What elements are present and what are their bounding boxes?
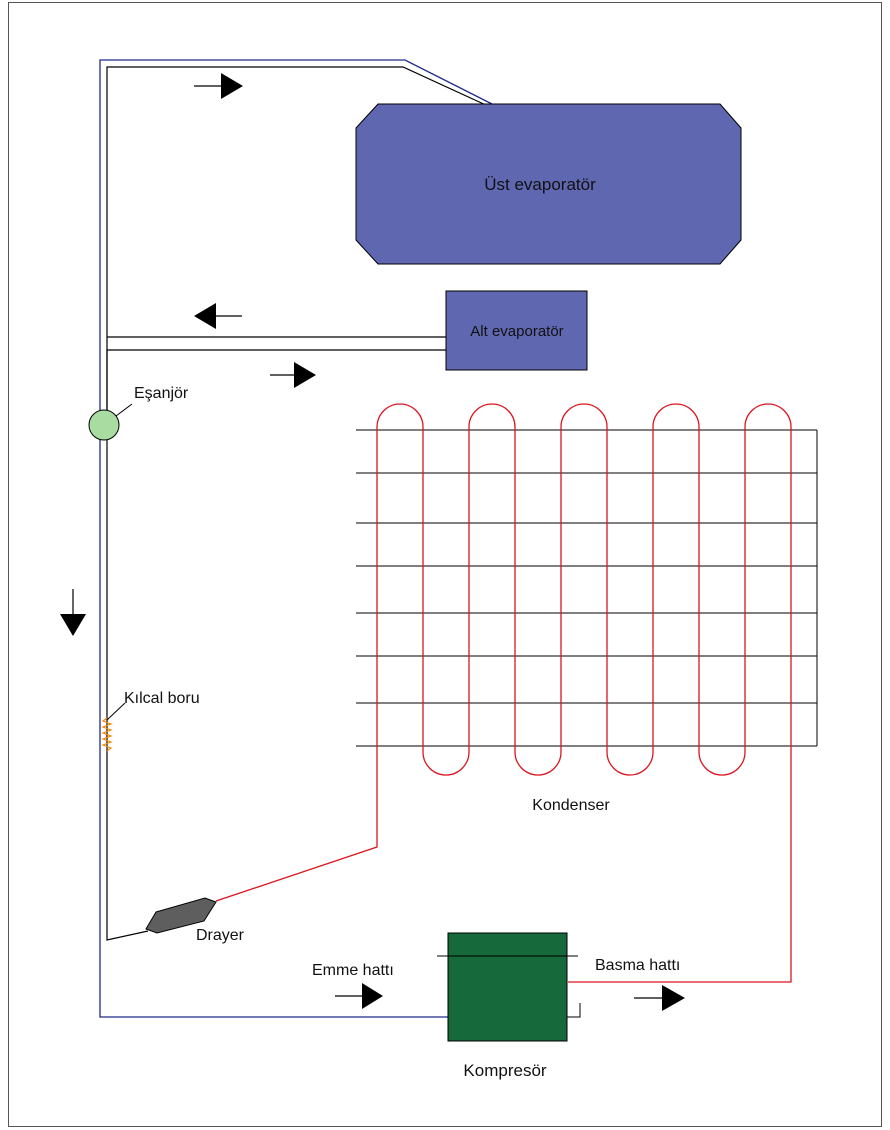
upper-evaporator-label: Üst evaporatör <box>484 175 596 194</box>
arrow-right-basma <box>634 985 685 1011</box>
lower-evaporator-label: Alt evaporatör <box>470 323 563 340</box>
arrow-right-middle <box>270 362 316 388</box>
page-frame <box>8 2 882 1127</box>
compressor-label: Kompresör <box>463 1061 546 1080</box>
dryer <box>145 897 217 934</box>
alt-evaporator-inlet-pipe <box>106 349 446 424</box>
arrow-right-emme <box>335 983 383 1009</box>
lower-evaporator <box>445 290 588 371</box>
upper-evaporator <box>355 103 742 265</box>
arrow-right-top <box>194 73 243 99</box>
condenser-label: Kondenser <box>532 797 610 814</box>
capillary-tube <box>106 438 149 941</box>
condenser-fins <box>356 429 818 747</box>
suction-line-label: Emme hattı <box>312 962 394 979</box>
suction-line <box>99 59 493 1018</box>
heat-exchanger <box>88 409 120 441</box>
capillary-tube-label: Kılcal boru <box>124 690 200 707</box>
discharge-line-label: Basma hattı <box>595 957 680 974</box>
capillary-coil <box>101 717 113 752</box>
capillary-leader-line <box>106 702 126 721</box>
arrow-left-middle <box>194 303 242 329</box>
compressor <box>447 932 568 1042</box>
condenser-coil <box>215 403 792 983</box>
heat-exchanger-leader-line <box>115 403 133 417</box>
dryer-label: Drayer <box>196 927 245 944</box>
heat-exchanger-label: Eşanjör <box>134 385 189 402</box>
compressor-stub <box>567 1003 581 1018</box>
evaporator-return-pipe <box>106 66 489 424</box>
arrow-down-left <box>60 589 86 636</box>
